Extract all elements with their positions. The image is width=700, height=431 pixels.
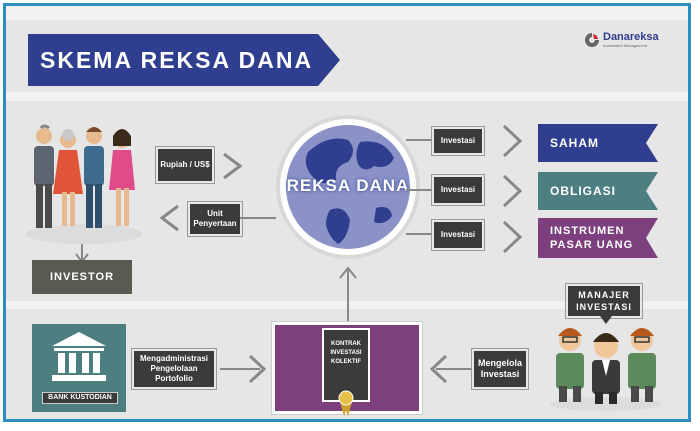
- logo-name: Danareksa: [603, 31, 659, 43]
- branch-connectors: [406, 139, 436, 235]
- unit-penyertaan-box: Unit Penyertaan: [187, 201, 243, 237]
- pasar-uang-ribbon-shape: [538, 218, 658, 258]
- manajer-investasi-label: MANAJER INVESTASI: [565, 283, 643, 319]
- bank-building-icon: [52, 332, 106, 381]
- bank-kustodian-label: BANK KUSTODIAN: [42, 392, 118, 404]
- logo: Danareksa Investment Management: [584, 32, 659, 48]
- chevron-right-icon: [220, 354, 267, 384]
- mengelola-box: Mengelola Investasi: [471, 348, 529, 390]
- rupiah-box: Rupiah / US$: [155, 146, 215, 184]
- chevron-left-icon: [159, 204, 179, 232]
- chevron-right-icon: [223, 152, 243, 180]
- contract-document-icon: [322, 328, 370, 402]
- chevron-right-icon: [502, 174, 523, 208]
- output-saham: SAHAM: [550, 136, 599, 150]
- connector-line: [240, 217, 276, 219]
- up-arrow-icon: [339, 266, 357, 322]
- danareksa-logo-icon: [585, 33, 599, 47]
- kontrak-label: KONTRAK INVESTASI KOLEKTIF: [330, 341, 362, 365]
- label-pointer: [600, 316, 612, 324]
- infographic-frame: SKEMA REKSA DANA Danareksa Investment Ma…: [3, 3, 691, 422]
- investors-illustration: [26, 124, 142, 244]
- mengadministrasi-box: Mengadministrasi Pengelolaan Portofolio: [131, 348, 217, 390]
- investor-label: INVESTOR: [49, 271, 115, 283]
- managers-illustration: [550, 328, 662, 411]
- obligasi-ribbon-shape: [538, 172, 658, 210]
- seal-ribbon-icon: [338, 390, 354, 416]
- center-label: REKSA DANA: [286, 176, 410, 195]
- saham-ribbon-shape: [538, 124, 658, 162]
- logo-subtitle: Investment Management: [603, 43, 648, 48]
- page-title: SKEMA REKSA DANA: [40, 46, 314, 73]
- investor-box-shape: [32, 260, 132, 294]
- output-pasar-uang: INSTRUMEN PASAR UANG: [550, 225, 634, 251]
- output-obligasi: OBLIGASI: [550, 184, 617, 198]
- chevron-right-icon: [502, 124, 523, 158]
- investasi-box-1: Investasi: [431, 126, 485, 156]
- chevron-left-icon: [429, 354, 476, 384]
- investasi-box-3: Investasi: [431, 219, 485, 251]
- title-ribbon: [28, 34, 340, 86]
- globe-icon: [276, 115, 420, 259]
- chevron-right-icon: [502, 220, 523, 254]
- investasi-box-2: Investasi: [431, 174, 485, 206]
